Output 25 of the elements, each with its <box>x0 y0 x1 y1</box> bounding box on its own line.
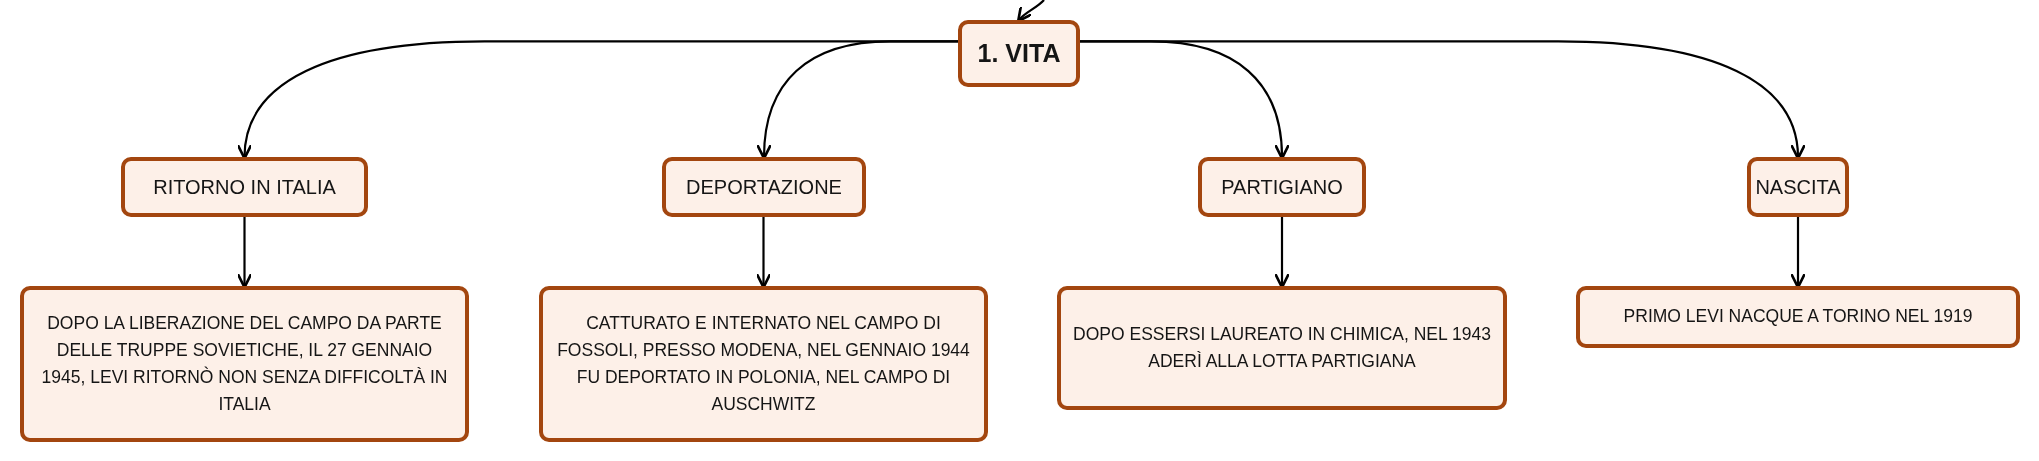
arrow <box>1274 217 1290 289</box>
category-box <box>662 157 866 217</box>
category-box <box>1747 157 1849 217</box>
node-text: 1. VITA <box>977 38 1061 70</box>
topic-box <box>958 20 1080 87</box>
node-text: PARTIGIANO <box>1221 174 1343 200</box>
category-box <box>1198 157 1366 217</box>
description-box <box>539 286 988 442</box>
arrow <box>1790 217 1806 289</box>
node-text: DOPO ESSERSI LAUREATO IN CHIMICA, NEL 1943 ADERÌ ALLA LOTTA PARTIGIANA <box>1072 322 1492 373</box>
description-box <box>1057 286 1507 410</box>
node-text: DOPO LA LIBERAZIONE DEL CAMPO DA PARTE DELLE TRUPPE SOVIETICHE, IL 27 GENNAIO 1945, LEVI RITORNÒ NON SENZA DIFFICOLTÀ IN ITALIA <box>40 311 449 417</box>
arrow <box>756 40 958 160</box>
description-box <box>1576 286 2020 348</box>
arrow <box>1016 0 1045 23</box>
node-text: DEPORTAZIONE <box>686 174 842 200</box>
description-box <box>20 286 469 442</box>
arrow <box>1080 40 1805 160</box>
arrow <box>755 217 772 289</box>
node-text: RITORNO IN ITALIA <box>153 174 336 200</box>
arrow <box>236 217 253 289</box>
node-text: NASCITA <box>1755 174 1841 200</box>
node-text: PRIMO LEVI NACQUE A TORINO NEL 1919 <box>1623 305 1973 329</box>
node-text: CATTURATO E INTERNATO NEL CAMPO DI FOSSOLI, PRESSO MODENA, NEL GENNAIO 1944 FU DEPORTATO IN POLONIA, NEL CAMPO DI AUSCHWITZ <box>556 311 971 417</box>
category-box <box>121 157 368 217</box>
